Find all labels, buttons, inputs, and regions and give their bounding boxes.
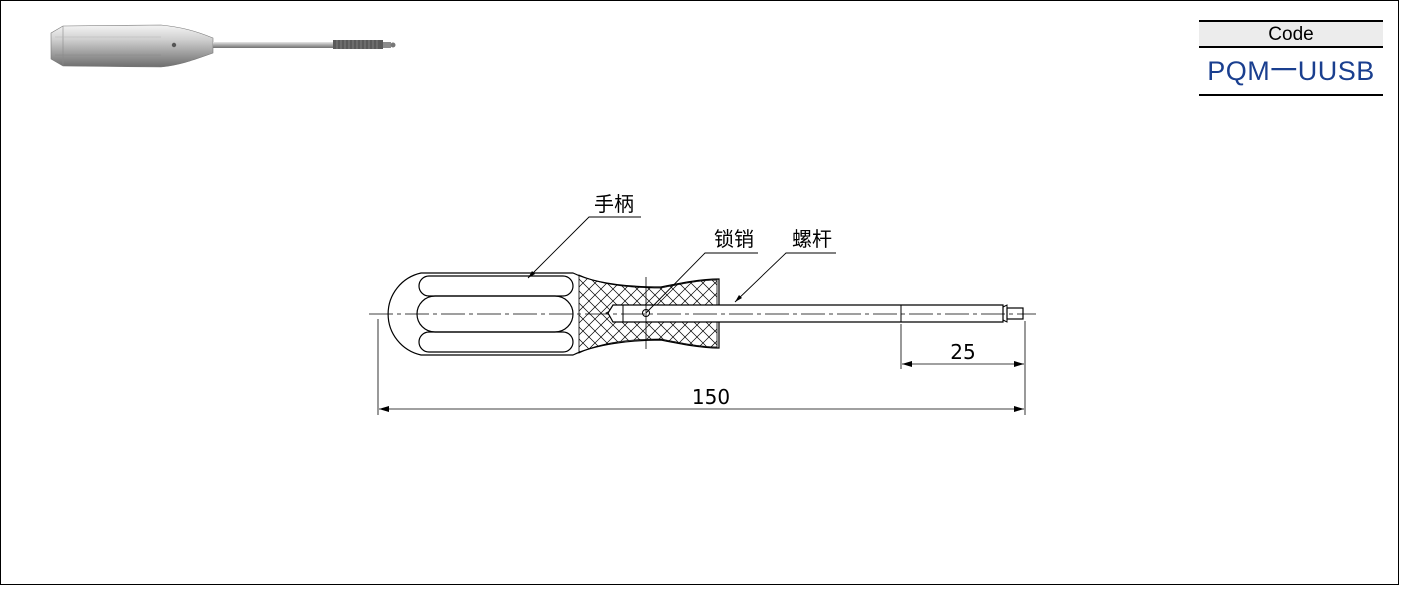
thumbnail-thread	[333, 40, 383, 49]
handle-groove	[418, 331, 574, 353]
handle-leader	[527, 216, 641, 279]
thumbnail-handle	[50, 24, 214, 68]
rod-end	[1006, 307, 1024, 320]
thumbnail-rod	[213, 42, 333, 48]
handle-groove	[418, 275, 574, 297]
screw-rod	[607, 304, 1004, 323]
dimension-150-text: 150	[692, 385, 730, 409]
screw-rod-leader	[734, 252, 836, 303]
product-thumbnail	[50, 24, 396, 68]
label-handle: 手柄	[594, 192, 634, 216]
code-value: PQM一UUSB	[1199, 48, 1383, 96]
lock-pin-leader	[645, 252, 758, 314]
label-screw-rod: 螺杆	[792, 227, 832, 251]
label-lock-pin: 锁销	[714, 227, 754, 251]
code-table: Code PQM一UUSB	[1199, 20, 1383, 96]
handle-outline	[387, 272, 720, 356]
dimension-25-text: 25	[950, 340, 975, 364]
code-header: Code	[1199, 20, 1383, 48]
